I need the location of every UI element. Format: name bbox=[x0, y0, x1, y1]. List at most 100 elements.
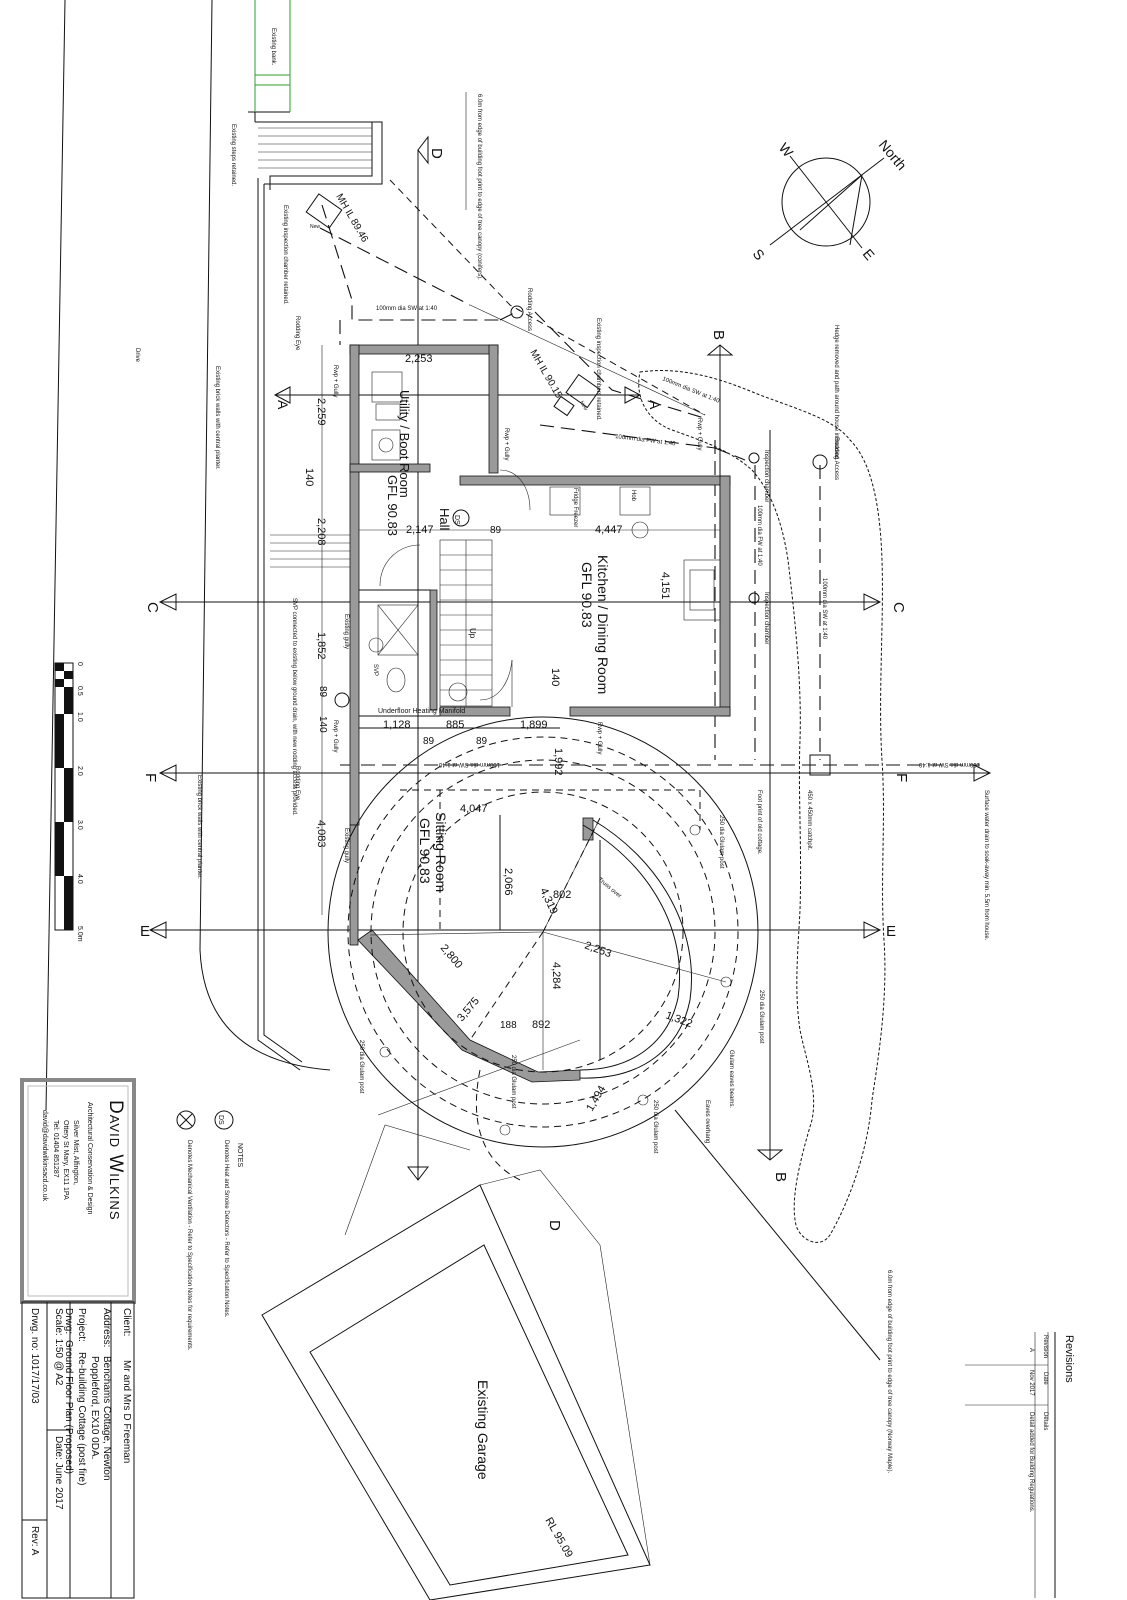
dim-140-c: 140 bbox=[549, 668, 561, 686]
practice-tel: Tel: 01404 851287 bbox=[52, 1120, 59, 1178]
existing-garage: Existing Garage RL 95.09 bbox=[261, 1124, 651, 1600]
section-c-right: C bbox=[890, 602, 907, 613]
dim-4447: 4,447 bbox=[595, 524, 623, 536]
room-labels: Utility / Boot Room GFL 90.83 Hall DS Ki… bbox=[372, 390, 636, 892]
staircase: Up bbox=[439, 539, 493, 707]
garage-rl-level: RL 95.09 bbox=[542, 1516, 575, 1560]
rev-header-date: Date bbox=[1042, 1372, 1048, 1385]
scale-tick-3: 3.0 bbox=[76, 820, 83, 830]
dim-89-a: 89 bbox=[490, 525, 502, 536]
tree-canopy-leader bbox=[674, 1109, 881, 1361]
note-fan: Denotes Mechanical Ventilation - Refer t… bbox=[186, 1140, 192, 1351]
dim-4151: 4,151 bbox=[659, 572, 671, 600]
compass-e: E bbox=[860, 246, 878, 263]
section-e-left: E bbox=[140, 923, 150, 940]
note-ic-1: Inspection chamber bbox=[763, 450, 769, 502]
address-value-1: Benchams Cottage, Newton bbox=[101, 1356, 112, 1481]
pipe-fw-1: 100mm dia FW at 1:40 bbox=[615, 434, 677, 447]
section-a-right: A bbox=[647, 400, 663, 410]
note-rodding-eye-1: Rodding Eye bbox=[294, 316, 300, 351]
note-surface-water: Surface water drain to soak-away min. 5.… bbox=[983, 790, 989, 941]
dim-140-b: 140 bbox=[317, 716, 328, 733]
note-rodding-access-1: Rodding Access bbox=[526, 288, 532, 331]
sitting-gfl-label: GFL 90.83 bbox=[417, 818, 433, 884]
section-a-left: A bbox=[275, 400, 291, 410]
compass-north: North bbox=[876, 137, 910, 174]
scale-tick-0-5: 0.5 bbox=[76, 686, 83, 696]
scale-tick-4: 4.0 bbox=[76, 874, 83, 884]
note-rwp-gully-2: Rwp + Gully bbox=[503, 428, 509, 461]
note-ic-2: Inspection chamber bbox=[763, 592, 769, 644]
section-lines bbox=[148, 135, 992, 1181]
drwg-key: Drwg: bbox=[63, 1308, 74, 1334]
section-d-top: D bbox=[428, 148, 445, 159]
rev-row-a-rev: A bbox=[1028, 1348, 1034, 1352]
dim-1992: 1,992 bbox=[552, 748, 564, 776]
kitchen-label: Kitchen / Dining Room bbox=[595, 555, 611, 694]
address-value-2: Poppleford, EX10 0DA. bbox=[89, 1356, 100, 1459]
project-value: Re-building Cottage (post fire) bbox=[76, 1352, 87, 1485]
practice-address-1: Silver Mist, Alfington, bbox=[72, 1120, 79, 1185]
dim-2253-b: 2,253 bbox=[583, 940, 613, 961]
dim-140-a: 140 bbox=[303, 468, 315, 486]
note-ds: Denotes Heat and Smoke Detectors - Refer… bbox=[223, 1140, 229, 1318]
revisions-table: Revisions Revision Date Details A Nov 20… bbox=[965, 1332, 1075, 1598]
revision-value: Rev: A bbox=[29, 1526, 40, 1556]
dim-1852: 1,852 bbox=[315, 632, 327, 660]
dim-1899: 1,899 bbox=[520, 719, 548, 731]
dim-188: 188 bbox=[500, 1020, 517, 1031]
dim-1128: 1,128 bbox=[383, 719, 411, 731]
stair-up-label: Up bbox=[468, 628, 477, 639]
note-glulam-beams: Glulam eaves beams. bbox=[728, 1050, 734, 1108]
manhole-2: MH IL 90.15 bbox=[527, 348, 564, 401]
legend-ds-mark: DS bbox=[217, 1115, 224, 1125]
hall-gfl-label: GFL 90.83 bbox=[385, 475, 400, 536]
compass-w: W bbox=[776, 140, 797, 161]
pipe-sw-1: 100mm dia SW at 1:40 bbox=[376, 306, 438, 312]
fridge-label: Fridge Freezer bbox=[572, 488, 578, 527]
note-glulam-3: 250 dia Glulam post bbox=[652, 1100, 658, 1154]
note-existing-bank: Existing bank. bbox=[270, 28, 276, 66]
scale-tick-5: 5.0m bbox=[76, 926, 83, 942]
note-svp: SVP connected to existing below ground d… bbox=[291, 598, 297, 816]
manhole-1: MH IL 89.46 bbox=[333, 192, 370, 245]
dim-1322: 1,322 bbox=[664, 1010, 694, 1031]
note-eaves: Eaves overhang bbox=[704, 1100, 710, 1143]
scale-tick-0: 0 bbox=[76, 662, 83, 666]
dim-4284: 4,284 bbox=[550, 962, 562, 990]
drwg-value: Ground Floor Plan (Proposed) bbox=[63, 1340, 74, 1474]
dim-2066: 2,066 bbox=[502, 868, 514, 896]
note-glulam-4: 250 dia Glulam post bbox=[510, 1055, 516, 1109]
dim-2800: 2,800 bbox=[438, 942, 465, 971]
dim-2253: 2,253 bbox=[405, 353, 433, 365]
note-old-footprint: Foot print of old cottage. bbox=[756, 790, 762, 855]
dimensions: 2,253 2,259 140 2,147 89 4,447 2,208 4,1… bbox=[303, 353, 694, 1114]
dim-4083: 4,083 bbox=[315, 820, 327, 848]
client-value: Mr and Mrs D Freeman bbox=[121, 1360, 132, 1463]
note-glulam-2: 250 dia Glulam post bbox=[758, 990, 764, 1044]
note-rwp-gully-5: Rwp + Gully bbox=[596, 722, 602, 755]
note-existing-gully-2: Existing gully bbox=[343, 828, 349, 863]
practice-address-2: Ottery St Mary, EX11 1PA bbox=[62, 1120, 69, 1200]
section-c-left: C bbox=[144, 602, 161, 613]
dim-2147: 2,147 bbox=[406, 524, 434, 536]
scale-tick-2: 2.0 bbox=[76, 766, 83, 776]
north-compass: North W S E bbox=[750, 137, 910, 263]
section-f-right: F bbox=[893, 773, 910, 782]
notes-title: NOTES bbox=[236, 1143, 243, 1167]
dim-4047: 4,047 bbox=[460, 803, 488, 815]
dim-892: 892 bbox=[532, 1019, 550, 1031]
note-existing-steps: Existing steps retained. bbox=[230, 124, 236, 186]
site-boundaries bbox=[45, 0, 706, 1111]
manhole-1-new: New bbox=[310, 224, 320, 230]
note-tree-canopy-maple: 6.0m from edge of building foot print to… bbox=[886, 1270, 892, 1473]
dim-3575: 3,575 bbox=[455, 995, 482, 1024]
label-drive: Drive bbox=[134, 348, 140, 363]
section-e-right: E bbox=[886, 923, 896, 940]
pipe-sw-4: 100mm dia SW at 1:40 bbox=[438, 761, 500, 767]
practice-block: David Wilkins Architectural Conservation… bbox=[20, 1078, 136, 1304]
date-value: Date: June 2017 bbox=[53, 1436, 64, 1510]
note-brick-walls-2: Existing brick walls with central plante… bbox=[196, 775, 202, 879]
dim-802: 802 bbox=[553, 889, 571, 901]
